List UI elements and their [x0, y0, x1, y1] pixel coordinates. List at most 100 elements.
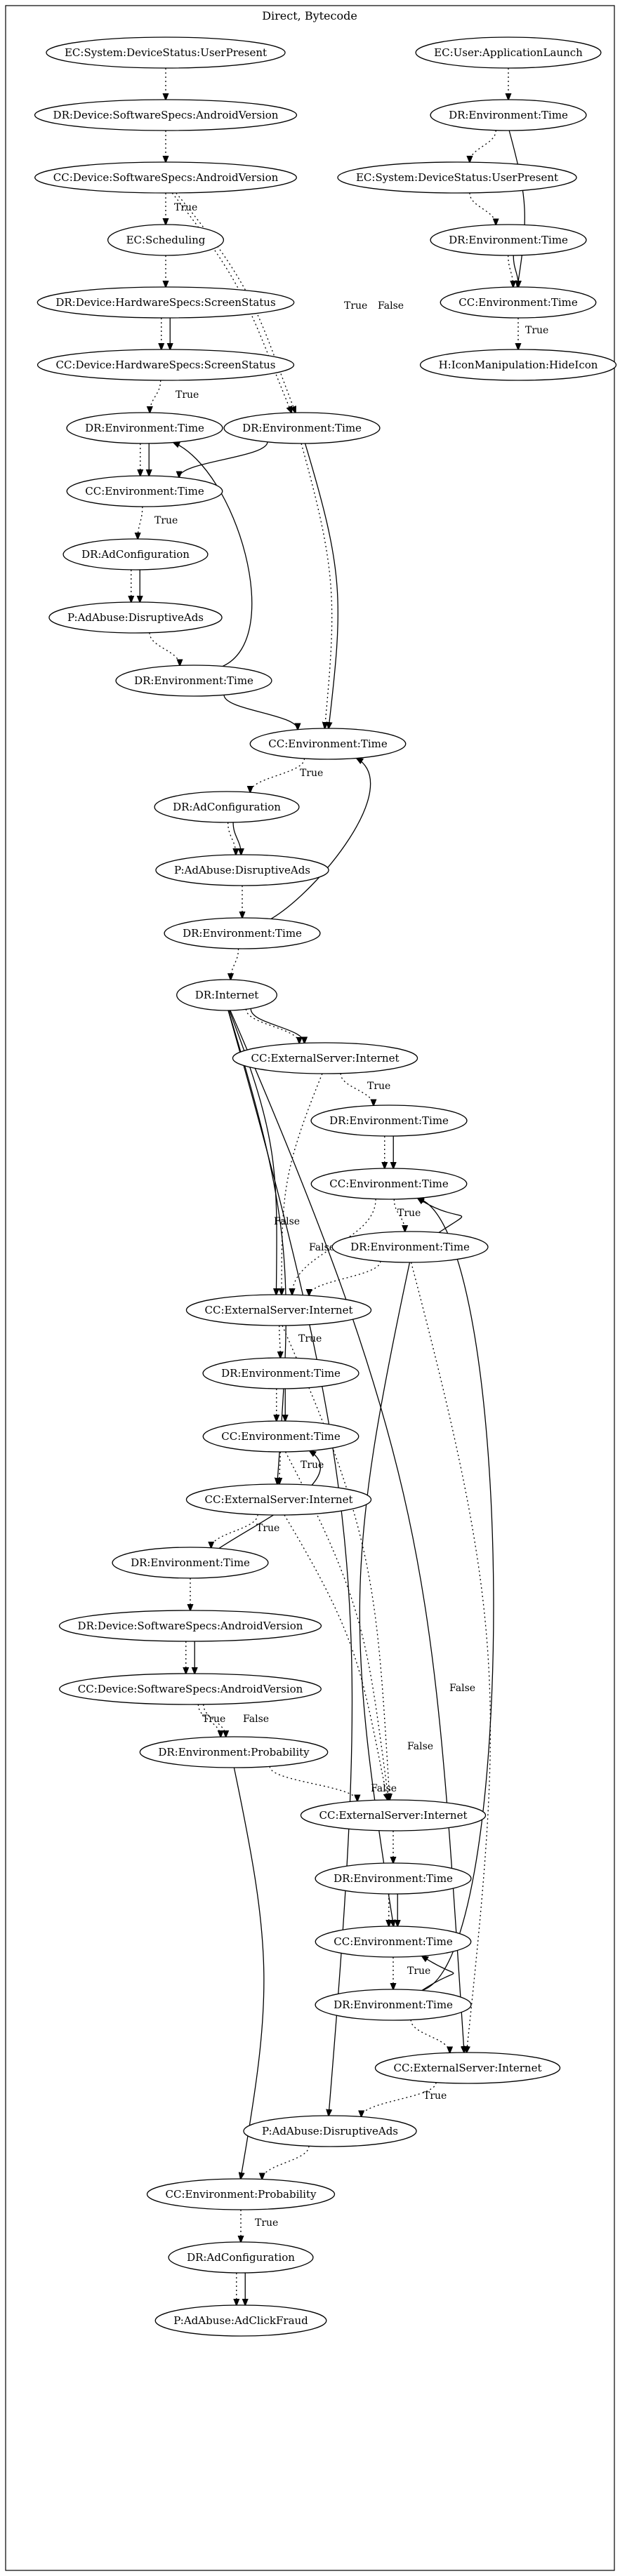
node-label: DR:Environment:Time [131, 1556, 250, 1569]
node-n42: DR:Environment:Time [430, 224, 587, 256]
edge-label-true: True [423, 2090, 447, 2102]
node-label: DR:AdConfiguration [81, 548, 190, 561]
node-label: P:AdAbuse:DisruptiveAds [174, 864, 310, 876]
edge-n12-to-n13 [304, 443, 338, 728]
node-n33: DR:Environment:Time [315, 1989, 472, 2021]
node-ellipse [315, 1989, 472, 2021]
edge-n25-to-n26 [211, 1514, 258, 1547]
edge-n6-to-n7 [150, 380, 161, 413]
edge-n42-to-n43 [508, 255, 513, 287]
node-n29: DR:Environment:Probability [139, 1736, 329, 1768]
edge-label-true: True [300, 768, 323, 779]
edge-label-true: True [397, 1208, 421, 1219]
node-label: DR:Environment:Probability [158, 1746, 310, 1759]
node-ellipse [185, 1294, 372, 1326]
node-n2: DR:Device:SoftwareSpecs:AndroidVersion [34, 99, 298, 131]
node-n35: P:AdAbuse:DisruptiveAds [243, 2115, 417, 2147]
node-ellipse [176, 979, 277, 1011]
edge-n20-to-n21 [393, 1199, 404, 1232]
edge-label-false: False [371, 1783, 397, 1794]
node-label: DR:Environment:Time [242, 422, 362, 434]
node-label: CC:Environment:Time [221, 1430, 341, 1443]
edge-n40-to-n43 [508, 130, 525, 287]
edge-label-true: True [525, 325, 548, 336]
edge-n35-to-n36 [262, 2146, 310, 2179]
node-label: CC:ExternalServer:Internet [251, 1052, 399, 1065]
node-ellipse [315, 1926, 472, 1958]
node-label: CC:Environment:Time [459, 296, 578, 309]
node-n16: DR:Environment:Time [164, 917, 321, 949]
node-ellipse [66, 475, 223, 507]
node-ellipse [315, 1862, 472, 1895]
node-label: DR:Device:SoftwareSpecs:AndroidVersion [78, 1620, 303, 1632]
edge-n16-to-n17 [230, 948, 239, 980]
node-n24: CC:Environment:Time [202, 1420, 360, 1453]
node-n13: CC:Environment:Time [249, 728, 407, 760]
edge-n42-to-n43 [513, 255, 518, 287]
edge-n14-to-n15 [227, 822, 236, 855]
edge-label-false: False [378, 300, 404, 312]
node-n21: DR:Environment:Time [331, 1231, 489, 1263]
node-ellipse [46, 36, 286, 69]
node-n37: DR:AdConfiguration [168, 2241, 314, 2274]
node-ellipse [415, 36, 602, 69]
node-label: DR:Environment:Time [350, 1241, 470, 1253]
node-n22: CC:ExternalServer:Internet [185, 1294, 372, 1326]
edge-n11-to-n7 [173, 442, 253, 667]
edge-label-true: True [256, 1523, 279, 1534]
edge-n16-to-n13 [270, 758, 371, 920]
edge-n21-to-n20 [418, 1198, 463, 1234]
node-n40: DR:Environment:Time [430, 99, 587, 131]
node-n41: EC:System:DeviceStatus:UserPresent [337, 161, 577, 194]
edge-label-true: True [344, 300, 367, 312]
node-ellipse [223, 412, 381, 444]
node-label: CC:ExternalServer:Internet [393, 2062, 541, 2074]
nodes-layer: EC:System:DeviceStatus:UserPresentDR:Dev… [34, 36, 617, 2337]
edge-label-false: False [407, 1741, 433, 1752]
node-ellipse [419, 349, 617, 381]
edge-n17-to-n35 [227, 1010, 353, 2116]
edge-label-false: False [309, 1242, 335, 1253]
node-label: DR:Environment:Time [85, 422, 204, 434]
node-ellipse [185, 1483, 372, 1516]
node-ellipse [310, 1168, 468, 1200]
node-ellipse [168, 2241, 314, 2274]
node-ellipse [139, 1736, 329, 1768]
node-ellipse [66, 412, 223, 444]
node-n28: CC:Device:SoftwareSpecs:AndroidVersion [59, 1673, 322, 1705]
node-label: CC:Environment:Time [85, 485, 204, 498]
edge-n17-to-n18 [250, 1008, 304, 1043]
node-ellipse [58, 1610, 322, 1642]
node-label: CC:Environment:Time [268, 738, 388, 750]
node-n23: DR:Environment:Time [202, 1357, 360, 1389]
edge-n17-to-n34 [230, 1010, 464, 2053]
node-ellipse [48, 601, 223, 634]
node-n6: CC:Device:HardwareSpecs:ScreenStatus [37, 349, 295, 381]
node-ellipse [337, 161, 577, 194]
node-ellipse [249, 728, 407, 760]
node-n32: CC:Environment:Time [315, 1926, 472, 1958]
node-label: DR:AdConfiguration [173, 801, 281, 813]
edge-n10-to-n11 [149, 632, 180, 666]
node-ellipse [440, 286, 597, 319]
node-label: DR:Environment:Time [449, 234, 568, 246]
node-label: EC:System:DeviceStatus:UserPresent [65, 46, 267, 59]
edge-n18-to-n22 [282, 1073, 323, 1295]
edge-n33-to-n34 [410, 2020, 449, 2053]
edge-label-true: True [407, 1966, 430, 1977]
edge-n14-to-n15 [232, 822, 241, 855]
node-label: CC:Environment:Time [329, 1177, 449, 1190]
edge-n17-to-n25 [227, 1010, 287, 1484]
edge-n21-to-n34 [410, 1262, 492, 2053]
node-label: DR:Internet [195, 989, 259, 1001]
edge-n12-to-n8 [179, 441, 268, 478]
node-ellipse [59, 1673, 322, 1705]
node-label: EC:User:ApplicationLaunch [434, 46, 583, 59]
edge-n17-to-n18 [245, 1008, 299, 1043]
edge-label-true: True [301, 1460, 324, 1471]
node-ellipse [374, 2052, 561, 2084]
node-n12: DR:Environment:Time [223, 412, 381, 444]
node-ellipse [34, 99, 298, 131]
node-ellipse [107, 224, 225, 256]
edge-label-true: True [176, 389, 199, 401]
